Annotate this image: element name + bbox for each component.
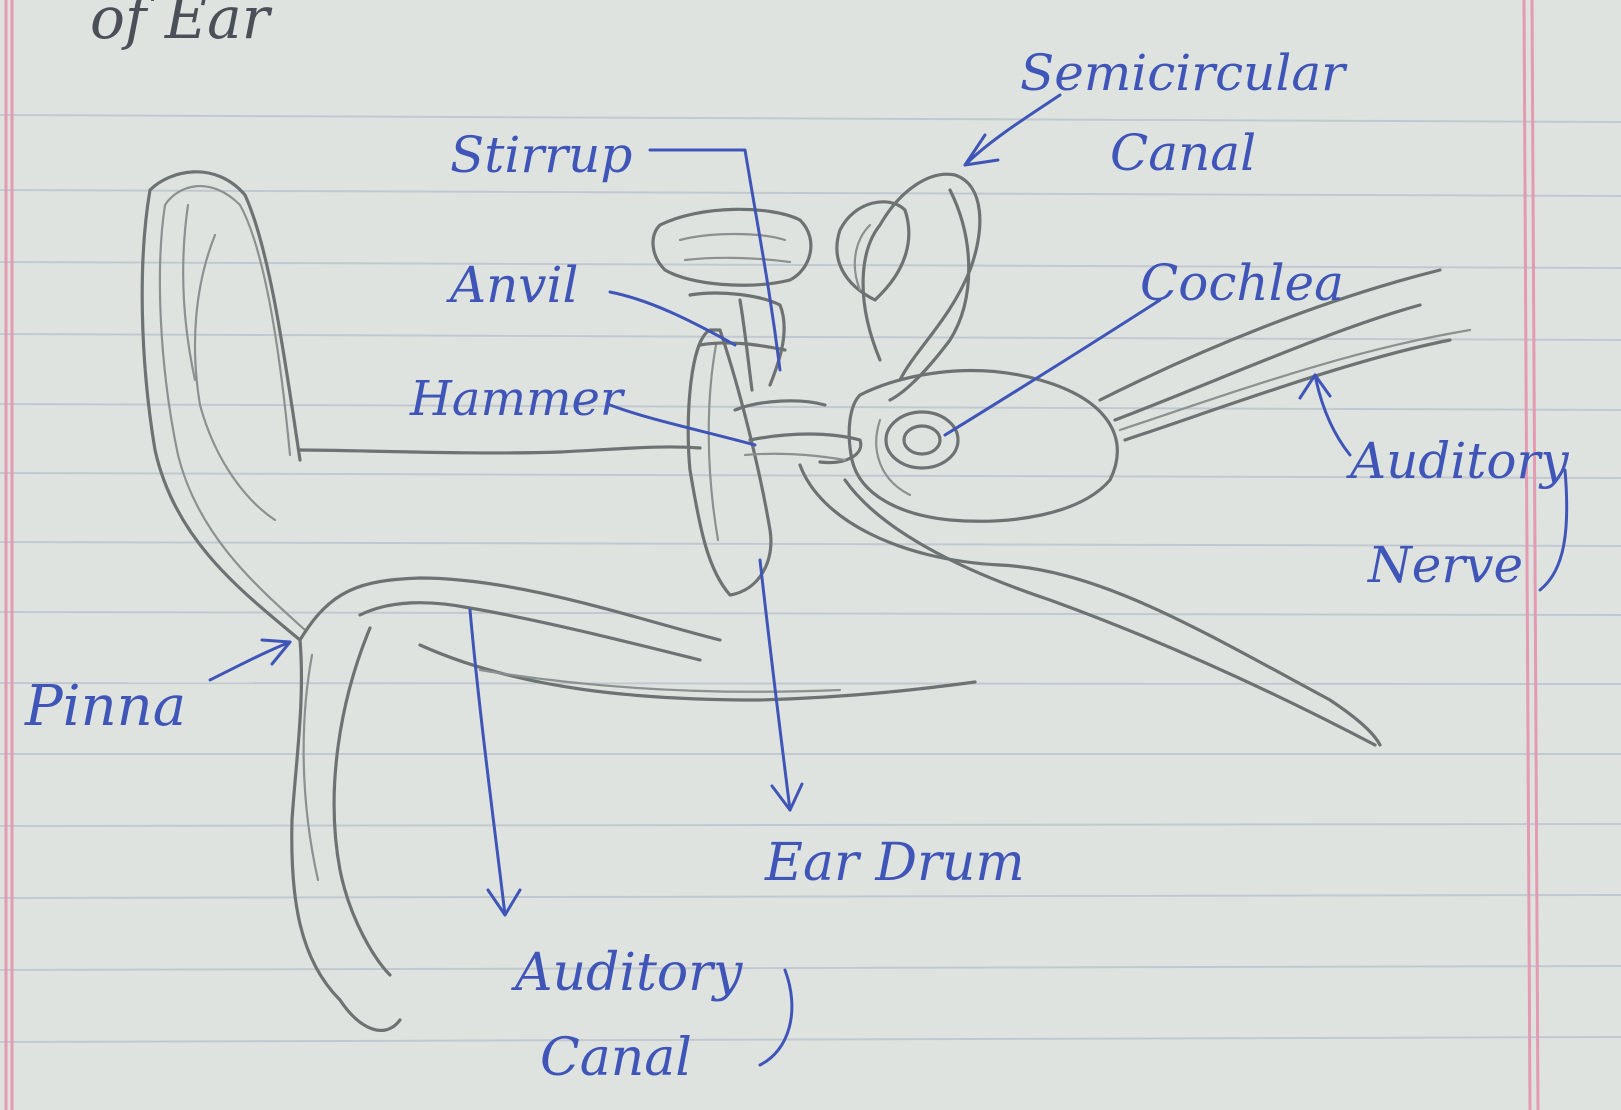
- label-auditory-nerve-2: Nerve: [1367, 536, 1523, 594]
- semicircular-canal-shape: [837, 174, 980, 400]
- pinna-shape: [142, 172, 400, 1031]
- label-semicircular-1: Semicircular: [1020, 44, 1348, 102]
- lower-cavity-shape: [800, 465, 1380, 745]
- margin-lines: [6, 0, 1538, 1110]
- labels: Stirrup Semicircular Canal Anvil Cochlea…: [24, 44, 1569, 1088]
- label-auditory-canal-2: Canal: [540, 1028, 692, 1088]
- label-stirrup: Stirrup: [450, 126, 632, 184]
- cochlea-shape: [849, 371, 1117, 522]
- ear-drum-shape: [688, 330, 771, 595]
- label-auditory-canal-1: Auditory: [511, 943, 743, 1003]
- label-pointers: [210, 95, 1567, 1065]
- label-pinna: Pinna: [24, 674, 186, 739]
- page-heading: of Ear: [90, 0, 273, 52]
- label-semicircular-2: Canal: [1110, 124, 1256, 182]
- label-auditory-nerve-1: Auditory: [1346, 432, 1569, 490]
- label-ear-drum: Ear Drum: [764, 833, 1025, 893]
- label-anvil: Anvil: [446, 256, 579, 314]
- label-cochlea: Cochlea: [1140, 254, 1344, 312]
- label-hammer: Hammer: [409, 371, 626, 427]
